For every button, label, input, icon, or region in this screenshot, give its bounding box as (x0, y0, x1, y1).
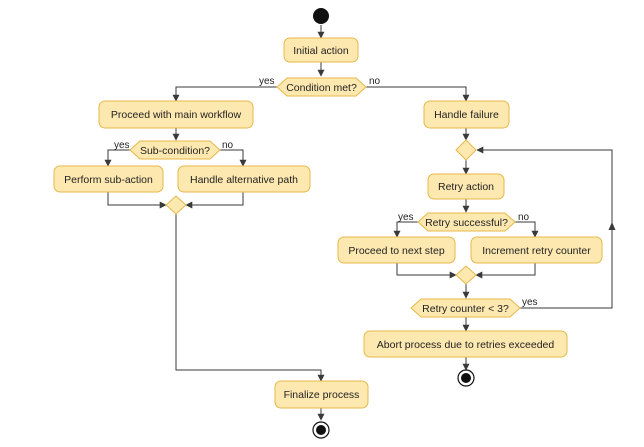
node-proceed-next-step: Proceed to next step (337, 236, 456, 264)
edge-alternative-to-merge (185, 192, 244, 209)
edge-subcondition-yes (104, 149, 130, 167)
edges (104, 25, 616, 421)
increment-retry-label: Increment retry counter (482, 245, 591, 257)
edge-condition-no (366, 86, 470, 102)
node-abort-process: Abort process due to retries exceeded (363, 330, 568, 358)
edge-next-to-merge (396, 263, 457, 279)
initial-action-label: Initial action (293, 45, 349, 57)
edge-increment-to-merge (475, 263, 536, 279)
merge-diamond-retry (455, 265, 477, 285)
branch-yes-retry: yes (398, 212, 414, 223)
edge-merge-to-finalize (175, 214, 325, 382)
condition-met-label: Condition met? (286, 82, 357, 94)
merge-diamond-loop (455, 139, 477, 161)
branch-no-condition: no (369, 76, 381, 87)
node-retry-action: Retry action (427, 173, 505, 200)
edge-retry-yes (393, 221, 418, 238)
retry-action-label: Retry action (438, 181, 494, 193)
node-finalize-process: Finalize process (274, 380, 369, 409)
handle-alternative-label: Handle alternative path (190, 174, 298, 186)
node-initial-action: Initial action (283, 37, 359, 63)
decision-sub-condition: Sub-condition? (129, 140, 221, 160)
node-handle-alternative-path: Handle alternative path (177, 165, 311, 193)
branch-yes-counter: yes (522, 297, 538, 308)
decision-retry-successful: Retry successful? (417, 212, 516, 232)
edge-subcondition-no (220, 149, 247, 167)
decision-condition-met: Condition met? (276, 77, 367, 97)
edge-retry-no (515, 221, 539, 238)
proceed-main-label: Proceed with main workflow (111, 109, 242, 121)
branch-yes-condition: yes (259, 76, 275, 87)
loop-up-arrowhead (608, 222, 616, 230)
branch-no-subcondition: no (222, 140, 234, 151)
node-handle-failure: Handle failure (423, 100, 510, 129)
retry-counter-label: Retry counter < 3? (422, 303, 509, 315)
end-node-abort (457, 369, 475, 387)
merge-diamond-left (165, 195, 187, 215)
sub-condition-label: Sub-condition? (140, 145, 210, 157)
decision-retry-counter: Retry counter < 3? (410, 298, 521, 318)
branch-no-retry: no (518, 212, 530, 223)
perform-sub-label: Perform sub-action (64, 174, 153, 186)
proceed-next-label: Proceed to next step (348, 245, 444, 257)
node-proceed-main-workflow: Proceed with main workflow (98, 100, 254, 129)
abort-process-label: Abort process due to retries exceeded (377, 339, 555, 351)
finalize-process-label: Finalize process (284, 389, 360, 401)
node-increment-retry-counter: Increment retry counter (470, 236, 603, 264)
retry-successful-label: Retry successful? (425, 217, 508, 229)
edge-condition-yes (172, 86, 277, 102)
end-node-main (312, 421, 330, 439)
handle-failure-label: Handle failure (434, 109, 499, 121)
edge-subaction-to-merge (107, 192, 167, 209)
node-perform-sub-action: Perform sub-action (53, 165, 164, 193)
branch-yes-subcondition: yes (114, 140, 130, 151)
start-node (313, 8, 329, 24)
